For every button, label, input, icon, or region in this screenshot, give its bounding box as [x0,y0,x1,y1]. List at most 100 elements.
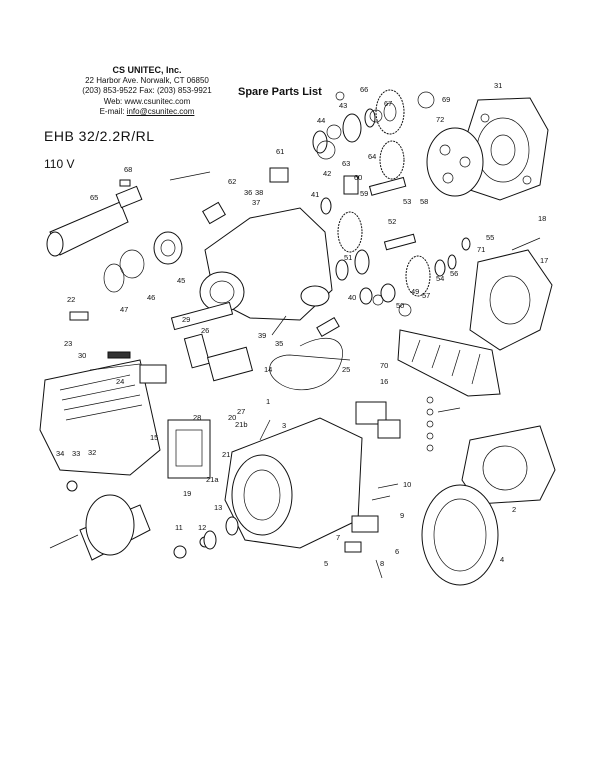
callout-44: 44 [317,116,325,125]
power-cable [269,316,351,391]
callout-41: 41 [311,190,319,199]
callout-43: 43 [339,101,347,110]
callout-62: 62 [228,177,236,186]
switch-assembly [107,351,211,479]
motor-end-cover [469,249,553,351]
callout-27: 27 [237,407,245,416]
callout-37: 37 [252,198,260,207]
spindle [46,185,143,257]
gear-housing [461,97,549,201]
callout-58: 58 [420,197,428,206]
callout-59: 59 [360,189,368,198]
email-label: E-mail: [99,107,127,116]
callout-35: 35 [275,339,283,348]
callout-39: 39 [258,331,266,340]
callout-49: 49 [411,287,419,296]
callout-2: 2 [512,505,516,514]
callout-20: 20 [228,413,236,422]
callout-38: 38 [255,188,263,197]
callout-54: 54 [436,274,444,283]
callout-68: 68 [124,165,132,174]
callout-30: 30 [78,351,86,360]
callout-28: 28 [193,413,201,422]
armature [49,480,211,561]
callout-70: 70 [380,361,388,370]
callout-7: 7 [336,533,340,542]
callout-15: 15 [150,433,158,442]
diagram-drawing [39,89,556,586]
callout-40: 40 [348,293,356,302]
callout-64: 64 [368,152,376,161]
callout-72: 72 [436,115,444,124]
callout-53: 53 [403,197,411,206]
callout-55: 55 [486,233,494,242]
callout-4: 4 [500,555,504,564]
page-title: Spare Parts List [238,86,322,98]
callout-66: 66 [360,85,368,94]
company-header: CS UNITEC, Inc. 22 Harbor Ave. Norwalk, … [62,65,232,118]
callout-13: 13 [214,503,222,512]
callout-14: 14 [264,365,272,374]
callout-9: 9 [400,511,404,520]
side-handle [397,329,501,397]
screws [89,171,541,579]
company-web: Web: www.csunitec.com [103,96,191,106]
company-name: CS UNITEC, Inc. [112,65,182,75]
callout-21: 21 [222,450,230,459]
callout-50: 50 [396,301,404,310]
callout-12: 12 [198,523,206,532]
callout-65: 65 [90,193,98,202]
callout-26: 26 [201,326,209,335]
callout-21a: 21a [206,475,219,484]
company-email-line: E-mail: info@csunitec.com [62,107,232,118]
cover-plate [426,127,484,197]
callout-19: 19 [183,489,191,498]
callout-16: 16 [380,377,388,386]
callout-32: 32 [88,448,96,457]
field-ring [421,484,499,586]
email-link[interactable]: info@csunitec.com [126,107,195,116]
callout-67: 67 [384,99,392,108]
company-address: 22 Harbor Ave. Norwalk, CT 06850 [85,75,209,85]
bearings-left [103,231,183,293]
callout-56: 56 [450,269,458,278]
voltage-label: 110 V [44,157,75,171]
callout-17: 17 [540,256,548,265]
company-phone: (203) 853-9522 Fax: (203) 853-9921 [82,86,212,95]
callout-31: 31 [494,81,502,90]
callout-5: 5 [324,559,328,568]
gear-train [312,89,471,305]
callout-45: 45 [177,276,185,285]
callout-24: 24 [116,377,124,386]
callout-23: 23 [64,339,72,348]
callout-71: 71 [477,245,485,254]
callout-22: 22 [67,295,75,304]
handle-housing [39,359,161,476]
callout-25: 25 [342,365,350,374]
gearbox-casing [199,207,333,321]
callout-42: 42 [323,169,331,178]
callout-21b: 21b [235,420,248,429]
callout-33: 33 [72,449,80,458]
callout-51: 51 [344,253,352,262]
callout-57: 57 [422,291,430,300]
brush-holder [344,396,434,553]
callout-60: 60 [354,173,362,182]
callout-36: 36 [244,188,252,197]
callout-69: 69 [442,95,450,104]
callout-46: 46 [147,293,155,302]
callout-1: 1 [266,397,270,406]
callout-3: 3 [282,421,286,430]
callout-29: 29 [182,315,190,324]
callout-18: 18 [538,214,546,223]
callout-52: 52 [388,217,396,226]
motor-housing [224,417,363,549]
field-stator [461,425,556,505]
callout-34: 34 [56,449,64,458]
callout-10: 10 [403,480,411,489]
callout-61: 61 [276,147,284,156]
callout-8: 8 [380,559,384,568]
